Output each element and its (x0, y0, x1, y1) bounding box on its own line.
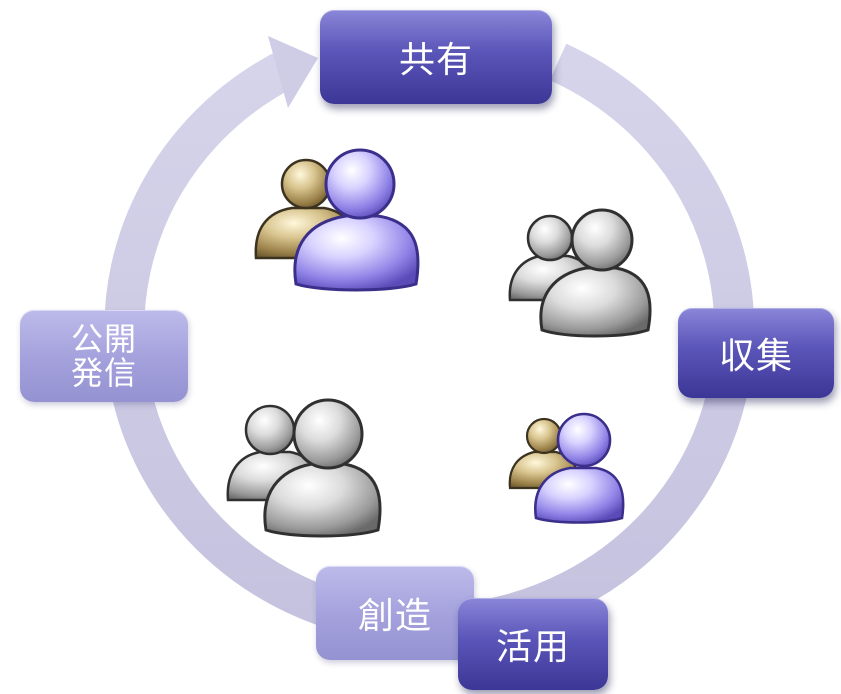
collect-box: 収集 (678, 308, 834, 398)
create-label: 創造 (357, 596, 432, 637)
use-label: 活用 (495, 627, 570, 668)
people-group-icon (254, 148, 420, 292)
collect-label: 収集 (718, 336, 793, 377)
publish-label: 発信 (70, 354, 137, 392)
people-group-icon (508, 208, 652, 338)
people-group-icon (226, 398, 382, 538)
person-gray-icon (263, 398, 382, 538)
person-gray-icon (539, 208, 652, 338)
person-purple-icon (534, 412, 625, 524)
cycle-arrowhead (268, 36, 318, 108)
share-label: 共有 (398, 40, 473, 81)
people-group-icon (508, 412, 625, 524)
public-publish-box: 公開 発信 (20, 310, 188, 402)
create-box: 創造 (316, 566, 474, 660)
use-box: 活用 (458, 598, 608, 690)
person-purple-icon (293, 148, 420, 292)
share-box: 共有 (320, 10, 552, 104)
public-label: 公開 (70, 320, 137, 358)
